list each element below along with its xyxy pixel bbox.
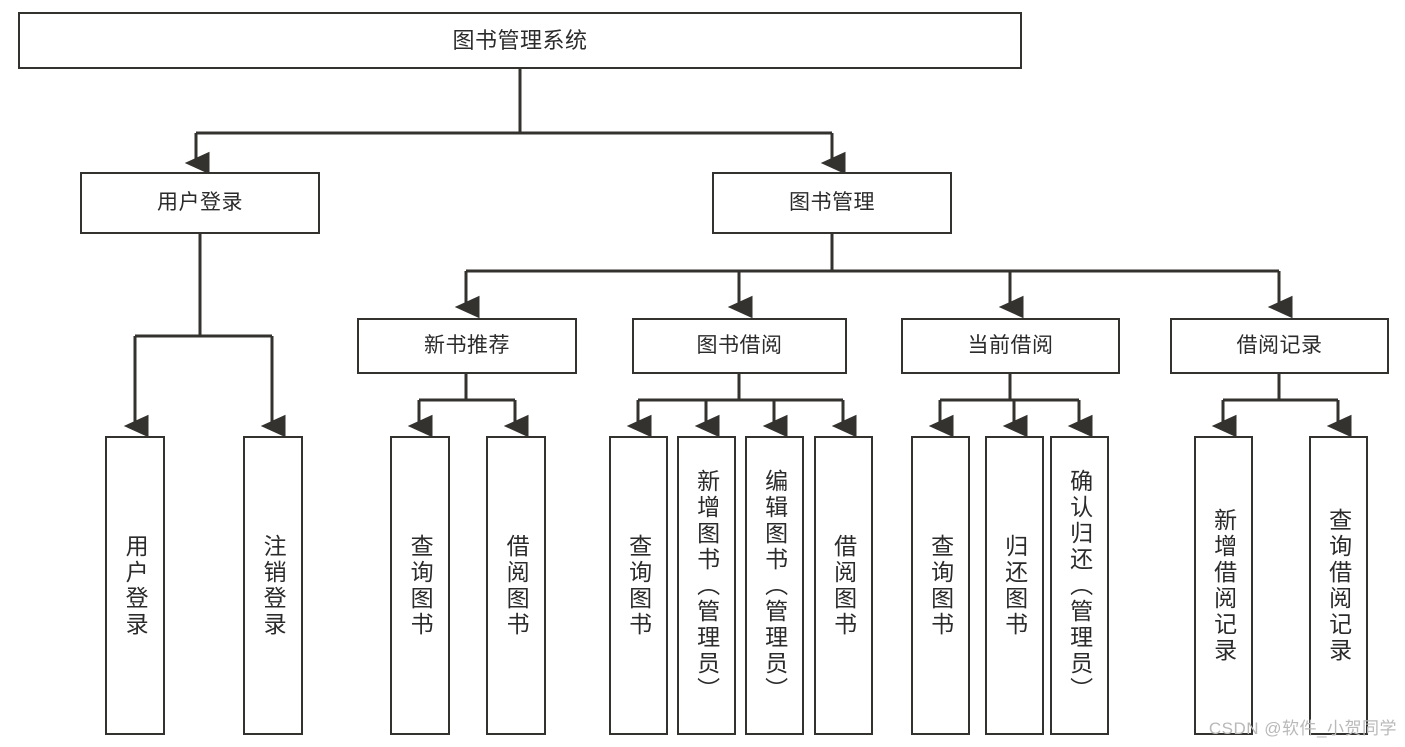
node-leaf-add-book-admin[interactable]: 新增图书（管理员） — [677, 436, 736, 735]
node-label: 用户登录 — [157, 190, 243, 214]
node-book-management[interactable]: 图书管理 — [712, 172, 952, 234]
node-leaf-logout-login[interactable]: 注销登录 — [243, 436, 303, 735]
node-borrow-record[interactable]: 借阅记录 — [1170, 318, 1389, 374]
node-label: 查询借阅记录 — [1325, 507, 1352, 664]
csdn-watermark: CSDN @软件_小贺同学 — [1208, 719, 1397, 738]
node-label: 借阅图书 — [503, 533, 530, 638]
node-leaf-query-book-2[interactable]: 查询图书 — [609, 436, 668, 735]
node-label: 新书推荐 — [424, 333, 510, 357]
node-label: 图书管理 — [789, 190, 875, 214]
node-current-borrow[interactable]: 当前借阅 — [901, 318, 1120, 374]
node-label: 确认归还（管理员） — [1066, 468, 1093, 703]
node-leaf-query-book-3[interactable]: 查询图书 — [911, 436, 970, 735]
node-label: 查询图书 — [625, 533, 652, 638]
node-label: 编辑图书（管理员） — [761, 468, 788, 703]
node-book-borrow[interactable]: 图书借阅 — [632, 318, 847, 374]
node-label: 借阅图书 — [830, 533, 857, 638]
node-label: 归还图书 — [1001, 533, 1028, 638]
node-leaf-query-book-1[interactable]: 查询图书 — [390, 436, 450, 735]
node-label: 注销登录 — [260, 533, 287, 638]
node-label: 查询图书 — [927, 533, 954, 638]
node-label: 查询图书 — [407, 533, 434, 638]
node-user-login[interactable]: 用户登录 — [80, 172, 320, 234]
node-root-book-management-system[interactable]: 图书管理系统 — [18, 12, 1022, 69]
node-leaf-add-borrow-record[interactable]: 新增借阅记录 — [1194, 436, 1253, 735]
node-label: 图书管理系统 — [452, 27, 588, 53]
node-label: 新增借阅记录 — [1210, 507, 1237, 664]
node-leaf-user-login[interactable]: 用户登录 — [105, 436, 165, 735]
node-label: 用户登录 — [122, 533, 149, 638]
node-label: 借阅记录 — [1236, 333, 1323, 357]
node-leaf-borrow-book-2[interactable]: 借阅图书 — [814, 436, 873, 735]
node-label: 新增图书（管理员） — [693, 468, 720, 703]
node-new-book-recommend[interactable]: 新书推荐 — [357, 318, 577, 374]
node-leaf-borrow-book-1[interactable]: 借阅图书 — [486, 436, 546, 735]
node-label: 当前借阅 — [967, 333, 1054, 357]
node-leaf-edit-book-admin[interactable]: 编辑图书（管理员） — [745, 436, 804, 735]
node-leaf-return-book[interactable]: 归还图书 — [985, 436, 1044, 735]
node-leaf-confirm-return-admin[interactable]: 确认归还（管理员） — [1050, 436, 1109, 735]
node-leaf-query-borrow-record[interactable]: 查询借阅记录 — [1309, 436, 1368, 735]
node-label: 图书借阅 — [696, 333, 783, 357]
